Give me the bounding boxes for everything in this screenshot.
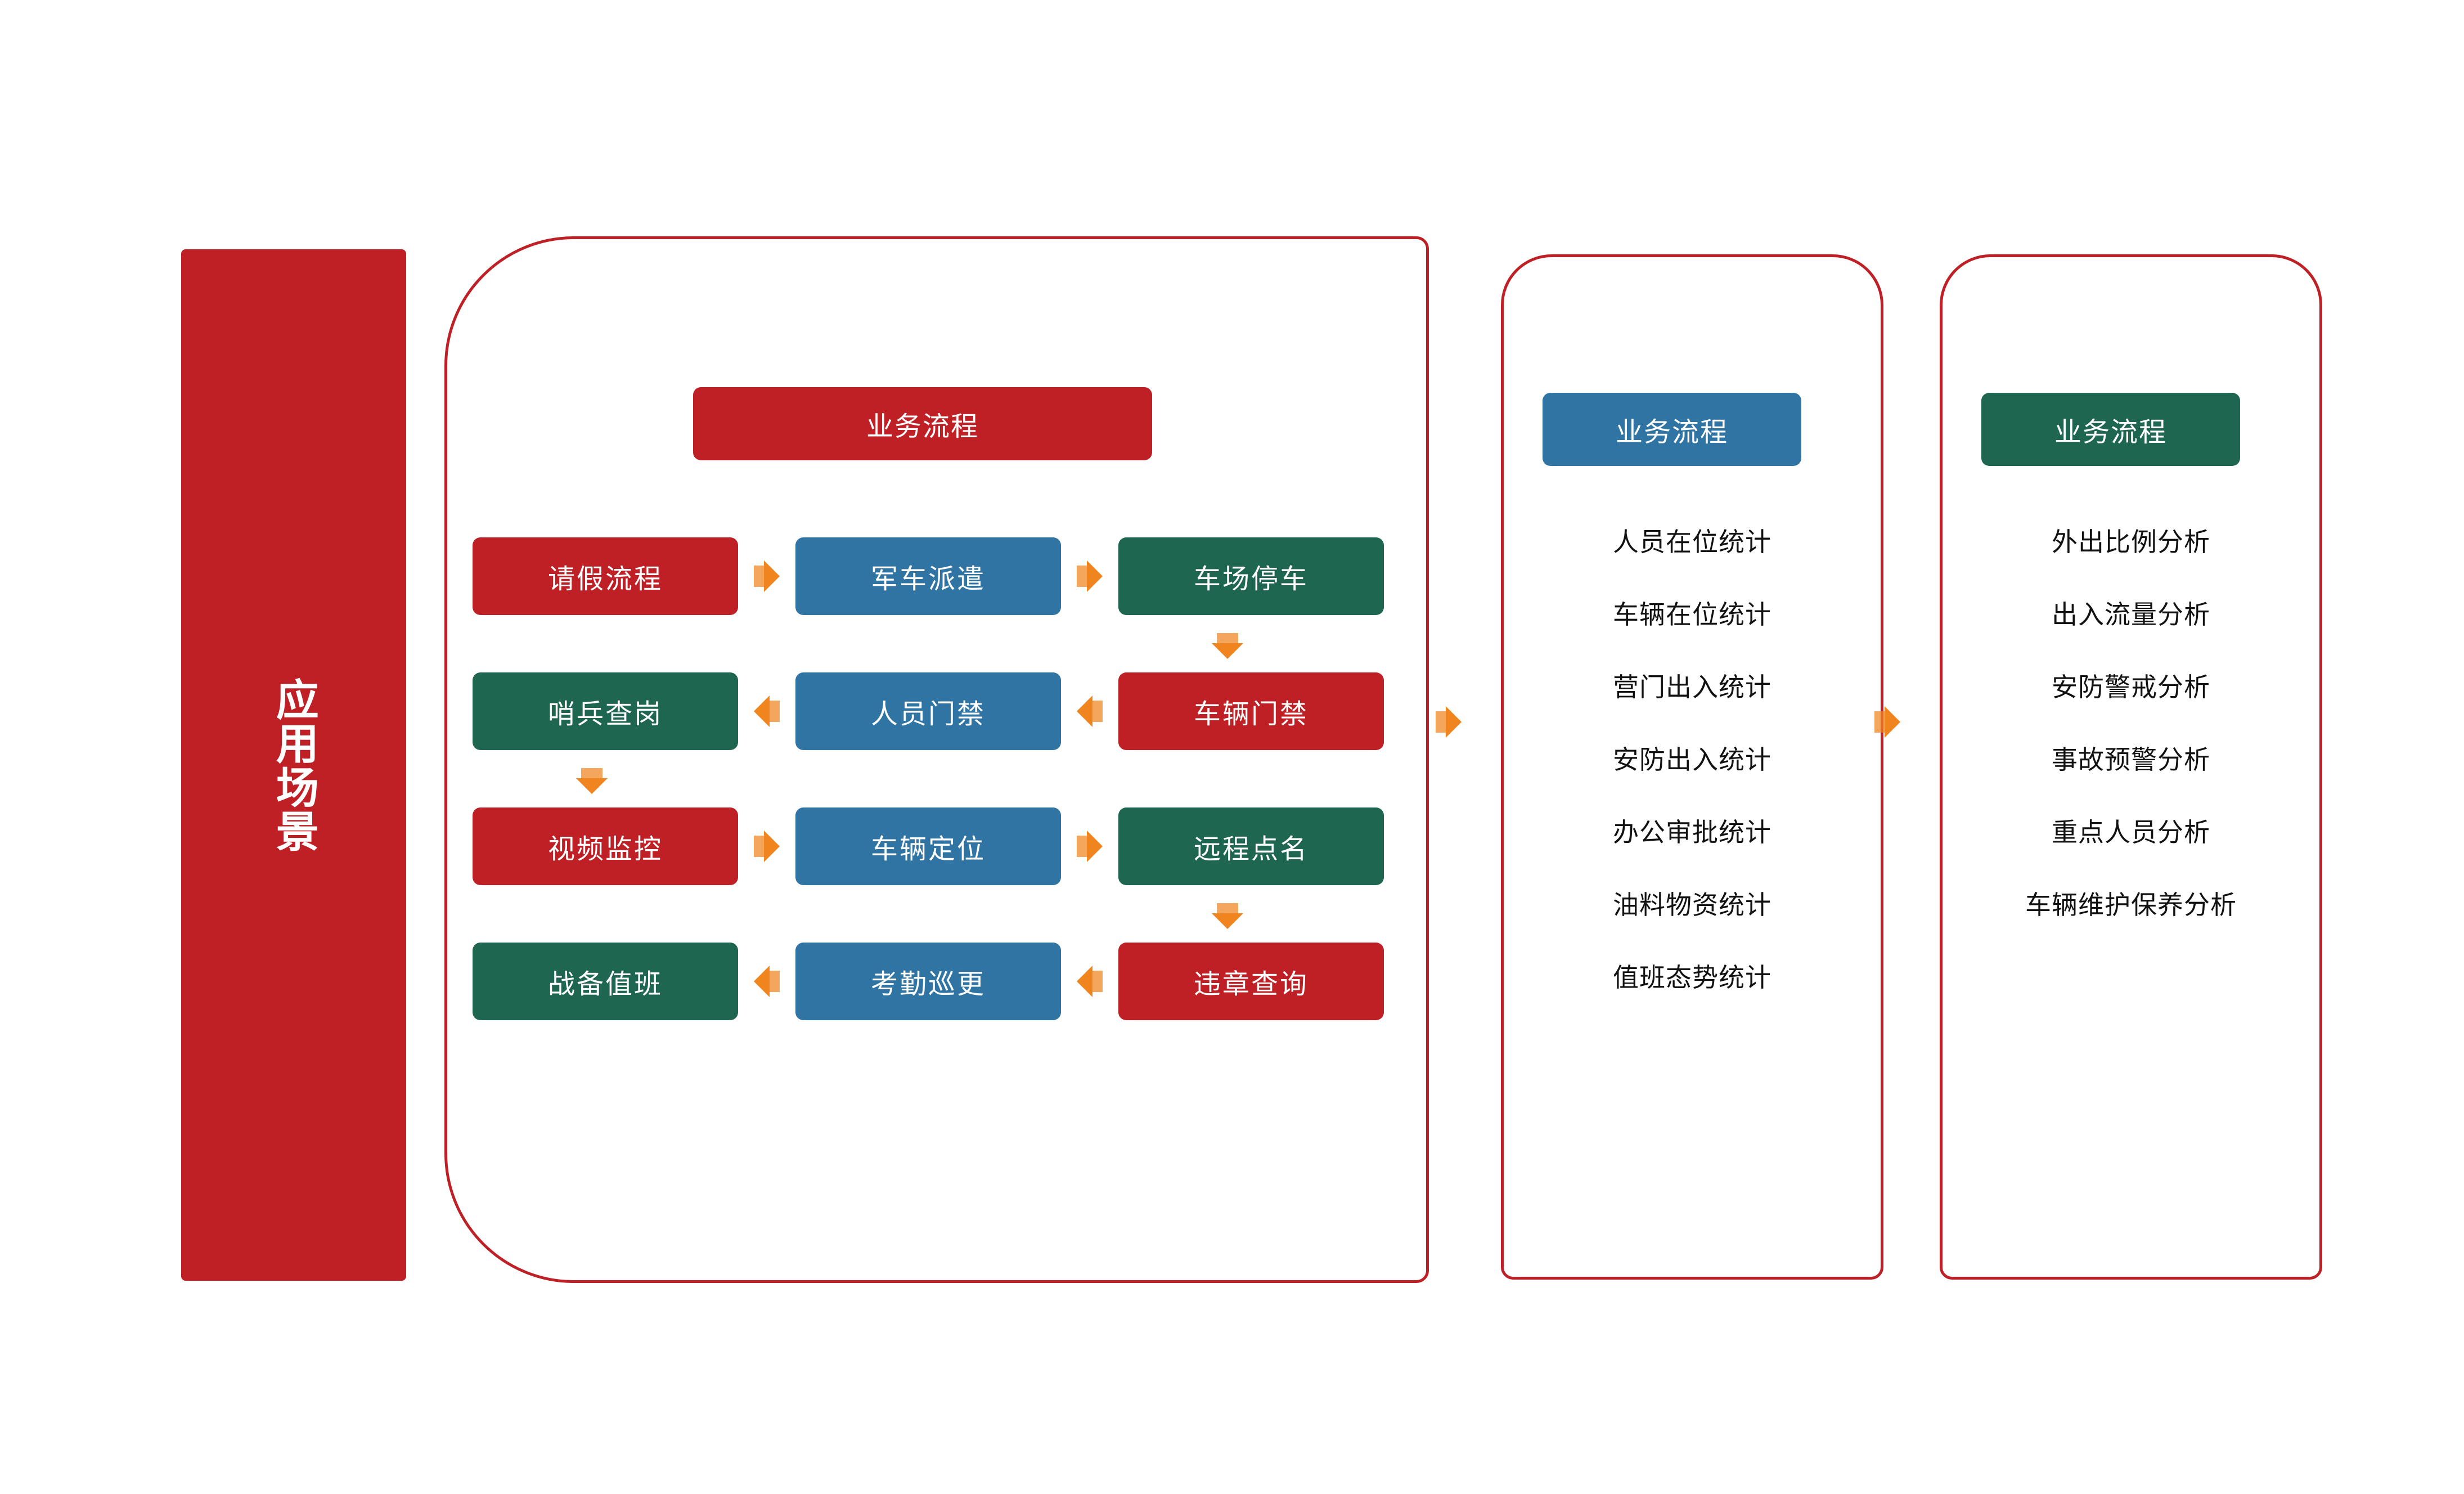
list-item[interactable]: 值班态势统计 (1613, 962, 1771, 993)
list-item[interactable]: 油料物资统计 (1613, 890, 1771, 920)
flow-arrow-right (1061, 537, 1118, 615)
list-item[interactable]: 营门出入统计 (1613, 672, 1771, 702)
flow-box-junchepaiqian[interactable]: 军车派遣 (795, 537, 1061, 615)
flow-box-cheliangdingwei[interactable]: 车辆定位 (795, 807, 1061, 885)
analysis-list: 外出比例分析 出入流量分析 安防警戒分析 事故预警分析 重点人员分析 车辆维护保… (1940, 529, 2322, 964)
list-item[interactable]: 办公审批统计 (1613, 817, 1771, 847)
flow-row: 哨兵查岗 人员门禁 车辆门禁 (473, 672, 1384, 750)
arrow-down-icon (1212, 633, 1243, 659)
flow-arrow-left (738, 672, 795, 750)
flow-arrow-left (738, 943, 795, 1020)
arrow-right-icon (754, 831, 780, 862)
process-flow-grid: 请假流程 军车派遣 车场停车 哨兵查岗 人员门禁 车辆门禁 (473, 537, 1384, 1020)
flow-arrow-left (1061, 672, 1118, 750)
flow-box-weizhangchaxun[interactable]: 违章查询 (1118, 943, 1384, 1020)
arrow-right-icon (754, 560, 780, 592)
flow-box-qingjialiucheng[interactable]: 请假流程 (473, 537, 738, 615)
arrow-right-icon (1077, 560, 1103, 592)
arrow-down-icon (1212, 903, 1243, 929)
flow-box-kaoqinxungeng[interactable]: 考勤巡更 (795, 943, 1061, 1020)
process-panel-header: 业务流程 (693, 387, 1152, 460)
list-item[interactable]: 安防警戒分析 (2052, 672, 2210, 702)
arrow-left-icon (1077, 966, 1103, 997)
flow-arrow-right (738, 807, 795, 885)
list-item[interactable]: 事故预警分析 (2052, 744, 2210, 775)
flow-box-chechangtingche[interactable]: 车场停车 (1118, 537, 1384, 615)
flow-box-zhanbeizhiban[interactable]: 战备值班 (473, 943, 738, 1020)
list-item[interactable]: 出入流量分析 (2052, 599, 2210, 630)
arrow-down-icon (576, 768, 608, 794)
flow-arrow-left (1061, 943, 1118, 1020)
arrow-left-icon (754, 966, 780, 997)
application-scenario-banner: 应用场景 (181, 249, 406, 1281)
arrow-right-icon (1874, 706, 1900, 738)
list-item[interactable]: 车辆维护保养分析 (2025, 890, 2237, 920)
flow-box-shaobingchagang[interactable]: 哨兵查岗 (473, 672, 738, 750)
flow-row: 战备值班 考勤巡更 违章查询 (473, 943, 1384, 1020)
list-item[interactable]: 外出比例分析 (2052, 527, 2210, 557)
flow-arrow-right (738, 537, 795, 615)
arrow-right-icon (1436, 706, 1462, 738)
flow-box-cheliangmenjin[interactable]: 车辆门禁 (1118, 672, 1384, 750)
arrow-left-icon (754, 696, 780, 727)
statistics-list: 人员在位统计 车辆在位统计 营门出入统计 安防出入统计 办公审批统计 油料物资统… (1501, 529, 1883, 1037)
application-scenario-label: 应用场景 (268, 677, 319, 853)
statistics-panel-header: 业务流程 (1543, 393, 1801, 466)
list-item[interactable]: 人员在位统计 (1613, 527, 1771, 557)
flow-box-shipinjiankong[interactable]: 视频监控 (473, 807, 738, 885)
analysis-panel-header: 业务流程 (1981, 393, 2240, 466)
flow-box-renyuanmenjin[interactable]: 人员门禁 (795, 672, 1061, 750)
flow-row: 请假流程 军车派遣 车场停车 (473, 537, 1384, 615)
flow-row: 视频监控 车辆定位 远程点名 (473, 807, 1384, 885)
flow-arrow-right (1061, 807, 1118, 885)
list-item[interactable]: 安防出入统计 (1613, 744, 1771, 775)
arrow-left-icon (1077, 696, 1103, 727)
arrow-right-icon (1077, 831, 1103, 862)
list-item[interactable]: 车辆在位统计 (1613, 599, 1771, 630)
flow-box-yuanchengdianming[interactable]: 远程点名 (1118, 807, 1384, 885)
list-item[interactable]: 重点人员分析 (2052, 817, 2210, 847)
